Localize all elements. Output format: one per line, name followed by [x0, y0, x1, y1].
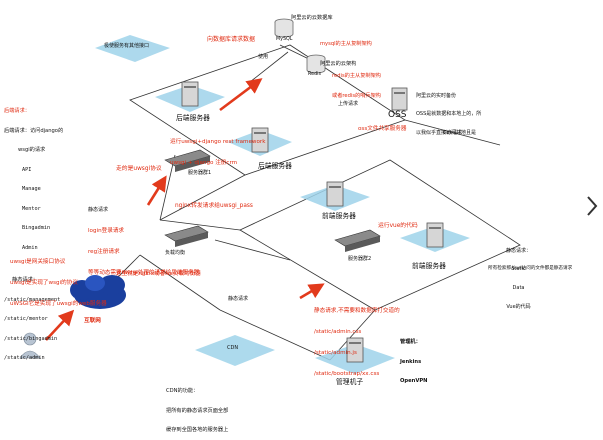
architecture-diagram: 后端请求： 后端请求：访问django的 wsgi的请求 API Manage …	[4, 15, 599, 433]
query-db-note: 向数据库请求数据	[207, 36, 256, 43]
static-files-line: 静态请求,不需要和数据库打交道的	[314, 307, 400, 314]
mgmt-desc-line: 管理机：	[400, 339, 421, 345]
oss-note-line: 以我似乎直接访问并地且是	[416, 130, 477, 136]
static-files-line: /static/admin.css	[314, 328, 362, 335]
server-icon	[326, 181, 344, 207]
static-request-note: 静态请求： Static Data Vue的代码	[506, 235, 531, 316]
login-note-line: reg注册请求	[88, 248, 120, 255]
static-request-label-2: 静态请求	[228, 296, 249, 302]
upload-request-label: 上传请求	[338, 101, 359, 107]
backend-stack-line: uwsgi + django 注册crm	[170, 159, 238, 166]
left-note-line: /static/bingadmin	[4, 335, 58, 342]
left-note-line: /static/mentor	[4, 316, 48, 322]
left-request-notes: 后端请求： 后端请求：访问django的 wsgi的请求 API Manage …	[4, 95, 63, 368]
switch-icon	[334, 229, 381, 252]
request-arrows	[45, 78, 325, 341]
mgmt-machine-label: 管理机子	[336, 378, 364, 386]
frontend-zone	[239, 159, 521, 311]
static-files-line: /static/admin.js	[314, 349, 357, 356]
oss-note-line: OSS是就数据和本地上的，所	[416, 111, 482, 118]
uwsgi-desc-line: uwsgi是网关接口协议	[10, 258, 66, 265]
frontend-server-2-label: 前端服务器	[412, 262, 446, 270]
cdn-desc-line: 缓存到全国各地的服务器上	[166, 427, 229, 433]
static-note-line: Static	[511, 266, 526, 273]
left-note-line: /static/admin	[4, 355, 45, 361]
uwsgi-protocol-note: 走的是uwsgi协议	[116, 166, 162, 172]
cdn-label: CDN	[227, 345, 239, 351]
backend-server-2-label: 后端服务器	[258, 162, 292, 170]
load-balancer-note: 这里就是nginx或者lvs负载均衡器	[116, 271, 201, 277]
mgmt-desc-line: OpenVPN	[400, 378, 428, 384]
left-note-line: Manage	[22, 186, 41, 192]
left-note-line: wsgi的请求	[18, 147, 46, 153]
server-icon	[426, 222, 444, 248]
mysql-note: mysql的主从复制架构 阿里云的云架构	[320, 28, 372, 74]
backend-server-1-label: 后端服务器	[176, 114, 210, 122]
oss-label: OSS	[388, 110, 407, 120]
static-files-note: 静态请求,不需要和数据库打交道的 /static/admin.css /stat…	[314, 294, 400, 385]
static-note-line: Vue的代码	[506, 303, 531, 310]
load-balance-label: 负载均衡	[165, 250, 186, 256]
left-note-line: /static/management	[4, 296, 61, 303]
left-note-line: 后端请求：访问django的	[4, 127, 64, 134]
switch-2-label: 服务器群2	[348, 256, 372, 262]
uwsgi-desc-line: uwsgi是实现了wsgi的协议	[10, 279, 78, 286]
frontend-server-1-label: 前端服务器	[322, 212, 356, 220]
left-note-line: Admin	[22, 244, 38, 251]
left-note-line: 后端请求：	[4, 108, 30, 114]
cdn-desc-line: 把所有的静态请求页面全部	[166, 407, 229, 414]
use-label: 使用	[258, 54, 269, 60]
server-icon	[391, 87, 408, 111]
server-icon	[251, 127, 269, 153]
switch-icon	[164, 149, 211, 172]
redis-cloud-label: Redis	[308, 72, 321, 77]
redis-note-line: 或者redis的哨兵架构	[332, 92, 381, 99]
database-icon	[306, 54, 326, 74]
mysql-note-line: 阿里云的云架构	[320, 60, 357, 67]
redis-note: redis的主从复制架构 或者redis的哨兵架构	[332, 60, 381, 106]
oss-note-line: 阿里云的实时备份	[416, 92, 457, 99]
oss-backup-note: 阿里云的实时备份 OSS是就数据和本地上的，所 以我似乎直接访问并地且是	[416, 80, 481, 143]
get-request-label: Get请求	[443, 130, 462, 136]
nginx-pass-note: nginx转发请求给uwsgi_pass	[175, 203, 253, 209]
login-note-line: 等等动态需要uwsgi处理的请求给后端服务器	[88, 269, 200, 276]
user-icon	[19, 332, 41, 359]
static-files-line: /static/bootstrap/xx.css	[314, 370, 380, 377]
pad-intranet	[95, 35, 170, 62]
internet-label: 互联网	[84, 318, 101, 324]
uwsgi-desc-line: uWSGI它是实现了uwsgi的web服务器	[10, 300, 107, 307]
static-note-line: Data	[512, 285, 525, 291]
static-request-label: 静态请求	[88, 207, 109, 213]
pad-cdn	[195, 335, 275, 366]
mgmt-desc-line: Jenkins	[400, 358, 422, 365]
cloud-icon	[70, 275, 126, 309]
database-icon	[274, 18, 294, 38]
left-note-line: 静态请求：	[12, 277, 38, 283]
static-request-footnote: 所有检索那从url访问的文件都是静态请求	[488, 266, 573, 271]
mysql-cloud-label: MySQL	[276, 37, 293, 42]
left-note-line: Mentor	[22, 205, 41, 212]
left-note-line: API	[22, 166, 32, 173]
login-request-note: login登录请求 reg注册请求 等等动态需要uwsgi处理的请求给后端服务器	[88, 214, 199, 284]
switch-icon	[164, 225, 209, 247]
diagram-canvas	[19, 18, 521, 374]
cdn-desc-line: CDN的功能：	[166, 388, 199, 394]
login-note-line: login登录请求	[88, 227, 125, 234]
intranet-label: 极使服务有其他接口	[104, 43, 150, 49]
switch-1-label: 服务器群1	[188, 170, 212, 176]
mysql-note-line: mysql的主从复制架构	[320, 41, 372, 47]
backend-stack-note: 运行uwsgi+django rest framework uwsgi + dj…	[170, 125, 265, 174]
vue-note: 运行vue的代码	[378, 223, 418, 229]
redis-note-line: redis的主从复制架构	[332, 73, 381, 79]
uwsgi-desc-note: uwsgi是网关接口协议 uwsgi是实现了wsgi的协议 uWSGI它是实现了…	[10, 245, 107, 315]
server-icon	[346, 337, 364, 363]
mgmt-description: 管理机： Jenkins OpenVPN	[400, 326, 428, 391]
backend-stack-line: 运行uwsgi+django rest framework	[170, 138, 266, 145]
oss-share-note: oss文件共享服务器	[358, 126, 407, 132]
server-icon	[181, 81, 199, 107]
cloud-db-title: 阿里云的云数据库	[291, 15, 333, 21]
chevron-right-icon[interactable]	[585, 194, 599, 218]
left-note-line: Bingadmin	[22, 225, 51, 231]
static-note-line: 静态请求：	[506, 247, 532, 254]
